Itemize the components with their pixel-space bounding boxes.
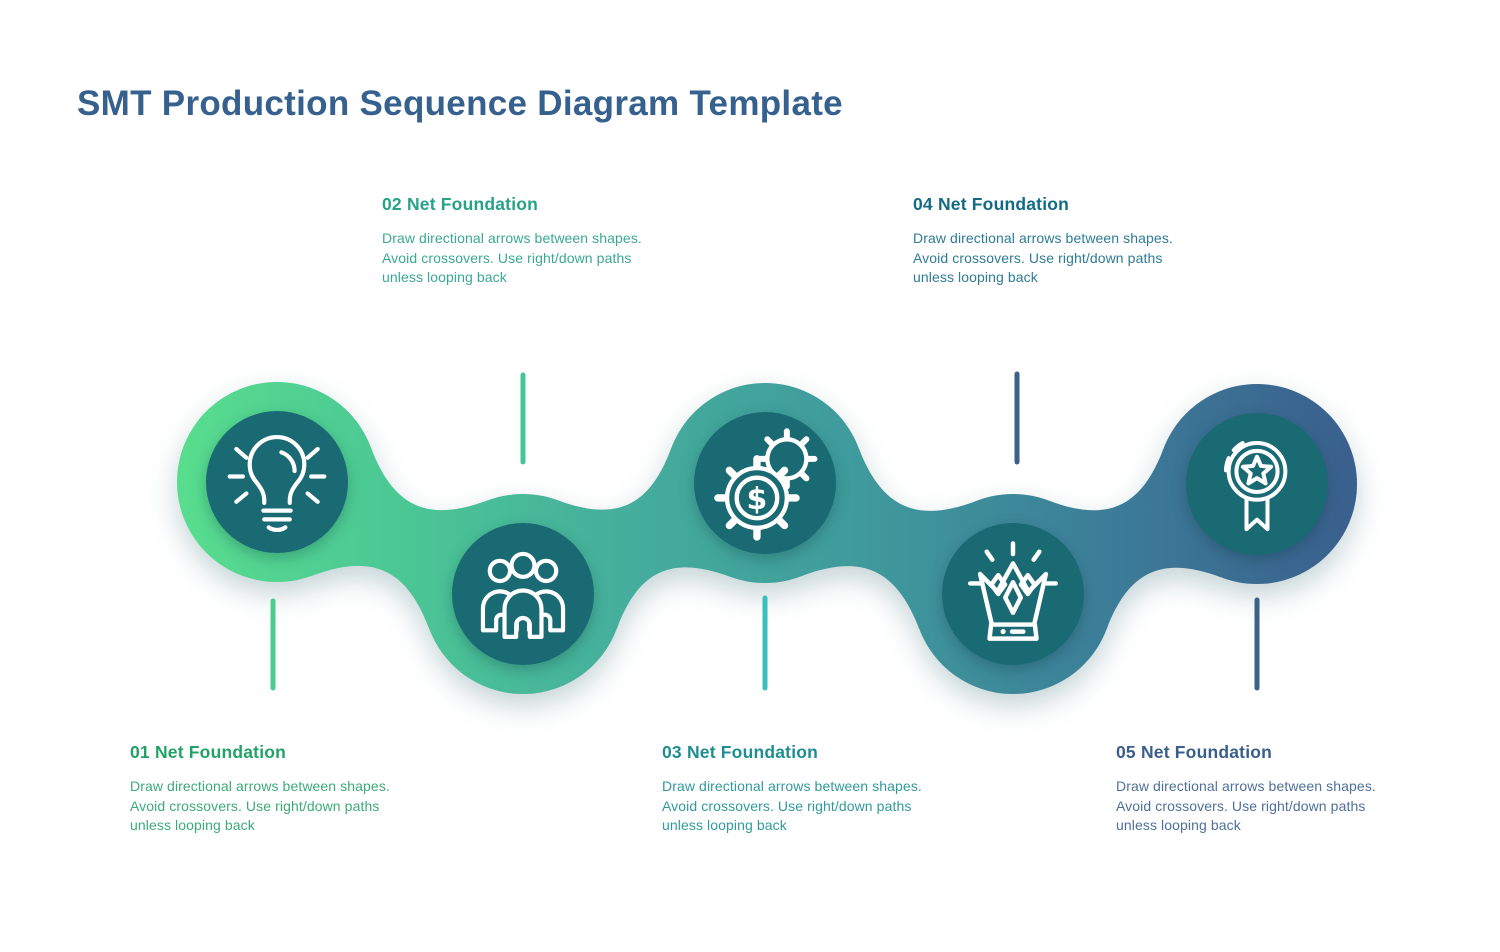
- award-medal-icon: [1223, 441, 1288, 532]
- team-people-icon: [480, 551, 566, 639]
- step-5-title: Net Foundation: [1140, 742, 1273, 762]
- step-4-title: Net Foundation: [937, 194, 1070, 214]
- dollar-sign: $: [747, 482, 768, 517]
- step-2-heading: 02 Net Foundation: [382, 194, 656, 215]
- step-1-heading: 01 Net Foundation: [130, 742, 404, 763]
- person-center: [502, 551, 544, 639]
- step-1-label: 01 Net Foundation Draw directional arrow…: [130, 742, 404, 836]
- step-4-heading: 04 Net Foundation: [913, 194, 1187, 215]
- page-title: SMT Production Sequence Diagram Template: [77, 84, 843, 123]
- step-4-label: 04 Net Foundation Draw directional arrow…: [913, 194, 1187, 288]
- gears-dollar-icon: $: [714, 428, 818, 541]
- step-2-number: 02: [382, 194, 402, 214]
- step-5-heading: 05 Net Foundation: [1116, 742, 1390, 763]
- step-1-description: Draw directional arrows between shapes. …: [130, 778, 390, 833]
- step-2-title: Net Foundation: [406, 194, 539, 214]
- star-shape: [1240, 454, 1274, 486]
- step-3-label: 03 Net Foundation Draw directional arrow…: [662, 742, 936, 836]
- lightbulb-idea-icon: [227, 435, 327, 532]
- step-2-description: Draw directional arrows between shapes. …: [382, 230, 642, 285]
- step-3-title: Net Foundation: [686, 742, 819, 762]
- step-4-node-inner: [942, 523, 1084, 665]
- step-1-title: Net Foundation: [154, 742, 287, 762]
- medal-ribbon: [1244, 490, 1270, 532]
- step-5-number: 05: [1116, 742, 1136, 762]
- crown-icon: [967, 541, 1059, 641]
- step-3-description: Draw directional arrows between shapes. …: [662, 778, 922, 833]
- step-4-description: Draw directional arrows between shapes. …: [913, 230, 1173, 285]
- step-2-label: 02 Net Foundation Draw directional arrow…: [382, 194, 656, 288]
- small-gear: [756, 428, 818, 490]
- step-1-number: 01: [130, 742, 150, 762]
- step-5-description: Draw directional arrows between shapes. …: [1116, 778, 1376, 833]
- step-4-number: 04: [913, 194, 933, 214]
- step-1-node-inner: [206, 411, 348, 553]
- large-gear: $: [714, 455, 800, 541]
- step-5-label: 05 Net Foundation Draw directional arrow…: [1116, 742, 1390, 836]
- step-3-number: 03: [662, 742, 682, 762]
- step-3-heading: 03 Net Foundation: [662, 742, 936, 763]
